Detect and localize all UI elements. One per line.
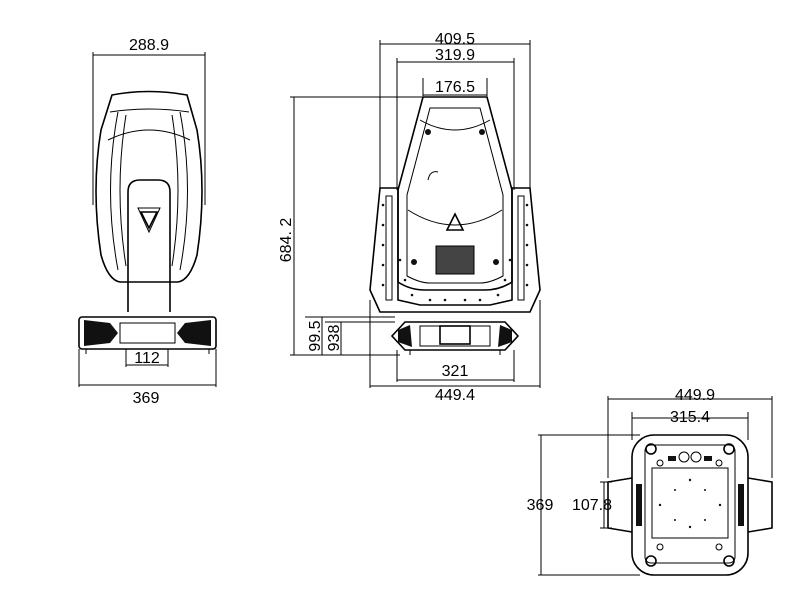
front-outer-width-label: 409.5 [435,31,475,48]
front-mid-width-label: 319.9 [435,47,475,64]
side-slot-width-label: 112 [134,350,160,367]
front-base-display [439,325,471,345]
side-yoke-arm [127,179,171,312]
front-view: 409.5 319.9 176.5 684. 2 [278,31,541,404]
side-base-panel [119,322,176,344]
side-head-rib-right2 [171,114,179,267]
front-top-width-label: 176.5 [435,79,475,96]
side-head-rib-right [179,111,188,271]
bottom-screw-left [656,459,664,467]
front-vent-grille [435,245,475,275]
front-head-bolt-bl [411,259,417,265]
bottom-plate-dots [658,478,722,529]
front-head-bolt-tr [479,129,485,135]
side-base [78,316,217,350]
side-view: 288.9 112 369 [78,37,217,407]
bottom-port-left [668,456,676,461]
bottom-inner-plate [651,467,729,539]
front-triangle-icon [445,212,465,231]
bottom-view: 449.9 315.4 [527,387,773,576]
bottom-inner-width-label: 315.4 [670,409,710,426]
front-base [390,321,520,351]
side-top-width-label: 288.9 [129,37,169,54]
front-base-width-label: 321 [442,363,469,380]
front-base-h1-label: 99.5 [307,320,324,351]
side-head-outline [95,90,203,283]
front-head-curve2 [407,209,503,226]
front-yoke-dots [381,203,529,302]
bottom-plate [644,444,736,564]
front-yoke-left-rail [385,195,393,301]
side-head-rib-left [110,111,119,271]
front-total-width-label: 449.4 [435,387,475,404]
front-head-arc [427,171,439,181]
bottom-handle-left [607,477,633,533]
front-head-inner [406,107,504,284]
bottom-connector-2 [690,451,702,463]
front-yoke [369,187,541,313]
front-base-h2-label: 938 [326,325,343,352]
side-head-curve [107,129,191,141]
front-height-label: 684. 2 [278,218,295,263]
front-base-panel [419,325,491,347]
side-triangle-icon [139,211,159,230]
bottom-body [631,434,749,576]
bottom-handle-left-grip [636,484,642,526]
bottom-handle-right [747,477,773,533]
bottom-connector-1 [678,451,690,463]
front-head-bolt-tl [425,129,431,135]
side-triangle-outline [137,207,161,234]
side-base-handle-left [84,320,118,346]
bottom-screw-bl [656,543,664,551]
bottom-screw-right [715,459,723,467]
bottom-foot-bl [645,555,657,567]
side-base-width-label: 369 [133,390,160,407]
side-base-handle-right [177,320,211,346]
bottom-foot-tl [645,443,657,455]
side-head-line1 [109,108,190,113]
bottom-handle-right-grip [738,484,744,526]
bottom-foot-tr [723,443,735,455]
bottom-depth-label: 369 [527,497,554,514]
front-head-outline [397,96,513,291]
bottom-port-right [704,456,712,461]
front-head-curve1 [419,119,491,131]
bottom-foot-br [723,555,735,567]
front-base-handle-left [398,325,412,347]
bottom-total-width-label: 449.9 [675,387,715,404]
bottom-screw-br [715,543,723,551]
side-head-rib-left2 [119,114,127,267]
front-head-bolt-br [493,259,499,265]
front-yoke-right-rail [517,195,525,301]
bottom-slot-depth-label: 107.8 [572,497,612,514]
front-base-handle-right [498,325,512,347]
